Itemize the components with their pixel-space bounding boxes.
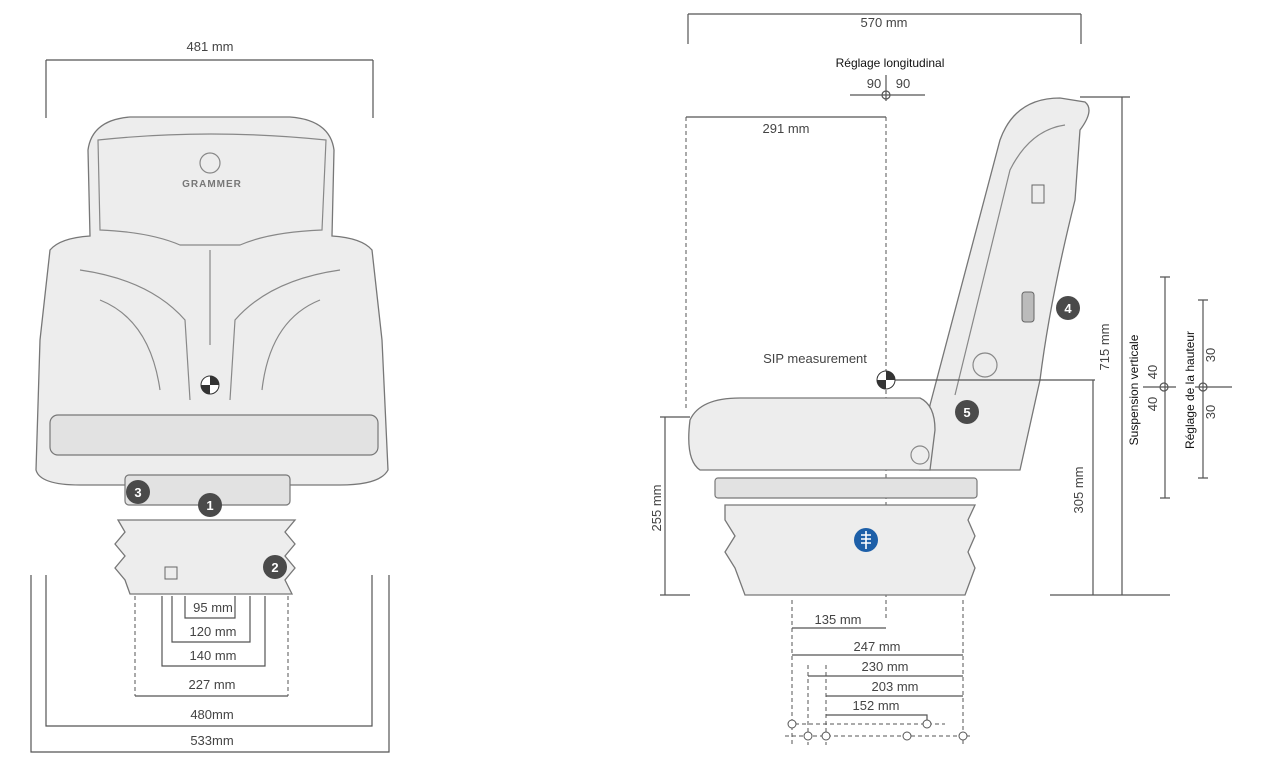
height-715-dimension: 715 mm [1080,96,1130,595]
callout-5: 5 [955,400,979,424]
height-255-dimension: 255 mm [649,416,690,596]
grammer-logo-icon [199,152,221,174]
svg-text:570 mm: 570 mm [861,15,908,30]
height-adjustment: Réglage de la hauteur 30 30 [1183,299,1232,479]
dim-227: 227 mm [189,677,236,692]
callout-2: 2 [263,555,287,579]
dim-95: 95 mm [193,600,233,615]
dim-140: 140 mm [190,648,237,663]
svg-text:291 mm: 291 mm [763,121,810,136]
dim-533: 533mm [190,733,233,748]
svg-text:90: 90 [867,76,881,91]
side-seat-illustration [688,97,1090,596]
sip-measurement: SIP measurement [763,351,1095,390]
callout-1: 1 [198,493,222,517]
vertical-suspension: Suspension verticale 40 40 [1127,276,1176,499]
dim-120: 120 mm [190,624,237,639]
svg-text:40: 40 [1145,397,1160,411]
svg-text:Suspension verticale: Suspension verticale [1127,334,1141,445]
side-bottom-dimensions: 135 mm 247 mm 230 mm 203 mm 152 mm [785,600,970,745]
longitudinal-adjustment: Réglage longitudinal 90 90 [836,56,945,101]
svg-text:40: 40 [1145,365,1160,379]
svg-text:90: 90 [896,76,910,91]
svg-text:Réglage de la hauteur: Réglage de la hauteur [1183,331,1197,449]
svg-text:Réglage longitudinal: Réglage longitudinal [836,56,945,70]
front-seat-illustration: GRAMMER [35,116,389,595]
front-view: 481 mm GRAMMER 3 1 2 95 mm 120 mm 140 mm… [30,39,390,753]
side-view: 570 mm Réglage longitudinal 90 90 291 mm [649,13,1232,745]
suspension-icon [854,528,878,552]
callout-4: 4 [1056,296,1080,320]
grammer-logo-text: GRAMMER [182,179,242,190]
svg-text:715 mm: 715 mm [1097,324,1112,371]
dim-135: 135 mm [815,612,862,627]
svg-text:30: 30 [1203,348,1218,362]
height-305-dimension: 305 mm [1050,380,1170,596]
dim-152: 152 mm [853,698,900,713]
width-481-dimension: 481 mm [45,39,374,118]
svg-text:5: 5 [963,405,970,420]
svg-text:305 mm: 305 mm [1071,467,1086,514]
depth-570-dimension: 570 mm [687,13,1082,44]
dim-230: 230 mm [862,659,909,674]
svg-text:1: 1 [206,498,213,513]
dim-247: 247 mm [854,639,901,654]
front-bottom-dimensions: 95 mm 120 mm 140 mm 227 mm 480mm 533mm [30,575,390,753]
width-481-label: 481 mm [187,39,234,54]
dim-480: 480mm [190,707,233,722]
svg-text:255 mm: 255 mm [649,485,664,532]
svg-text:4: 4 [1064,301,1072,316]
svg-text:2: 2 [271,560,278,575]
svg-text:3: 3 [134,485,141,500]
svg-text:SIP measurement: SIP measurement [763,351,867,366]
dim-203: 203 mm [872,679,919,694]
svg-text:30: 30 [1203,405,1218,419]
callout-3: 3 [126,480,150,504]
depth-291-dimension: 291 mm [685,116,887,620]
